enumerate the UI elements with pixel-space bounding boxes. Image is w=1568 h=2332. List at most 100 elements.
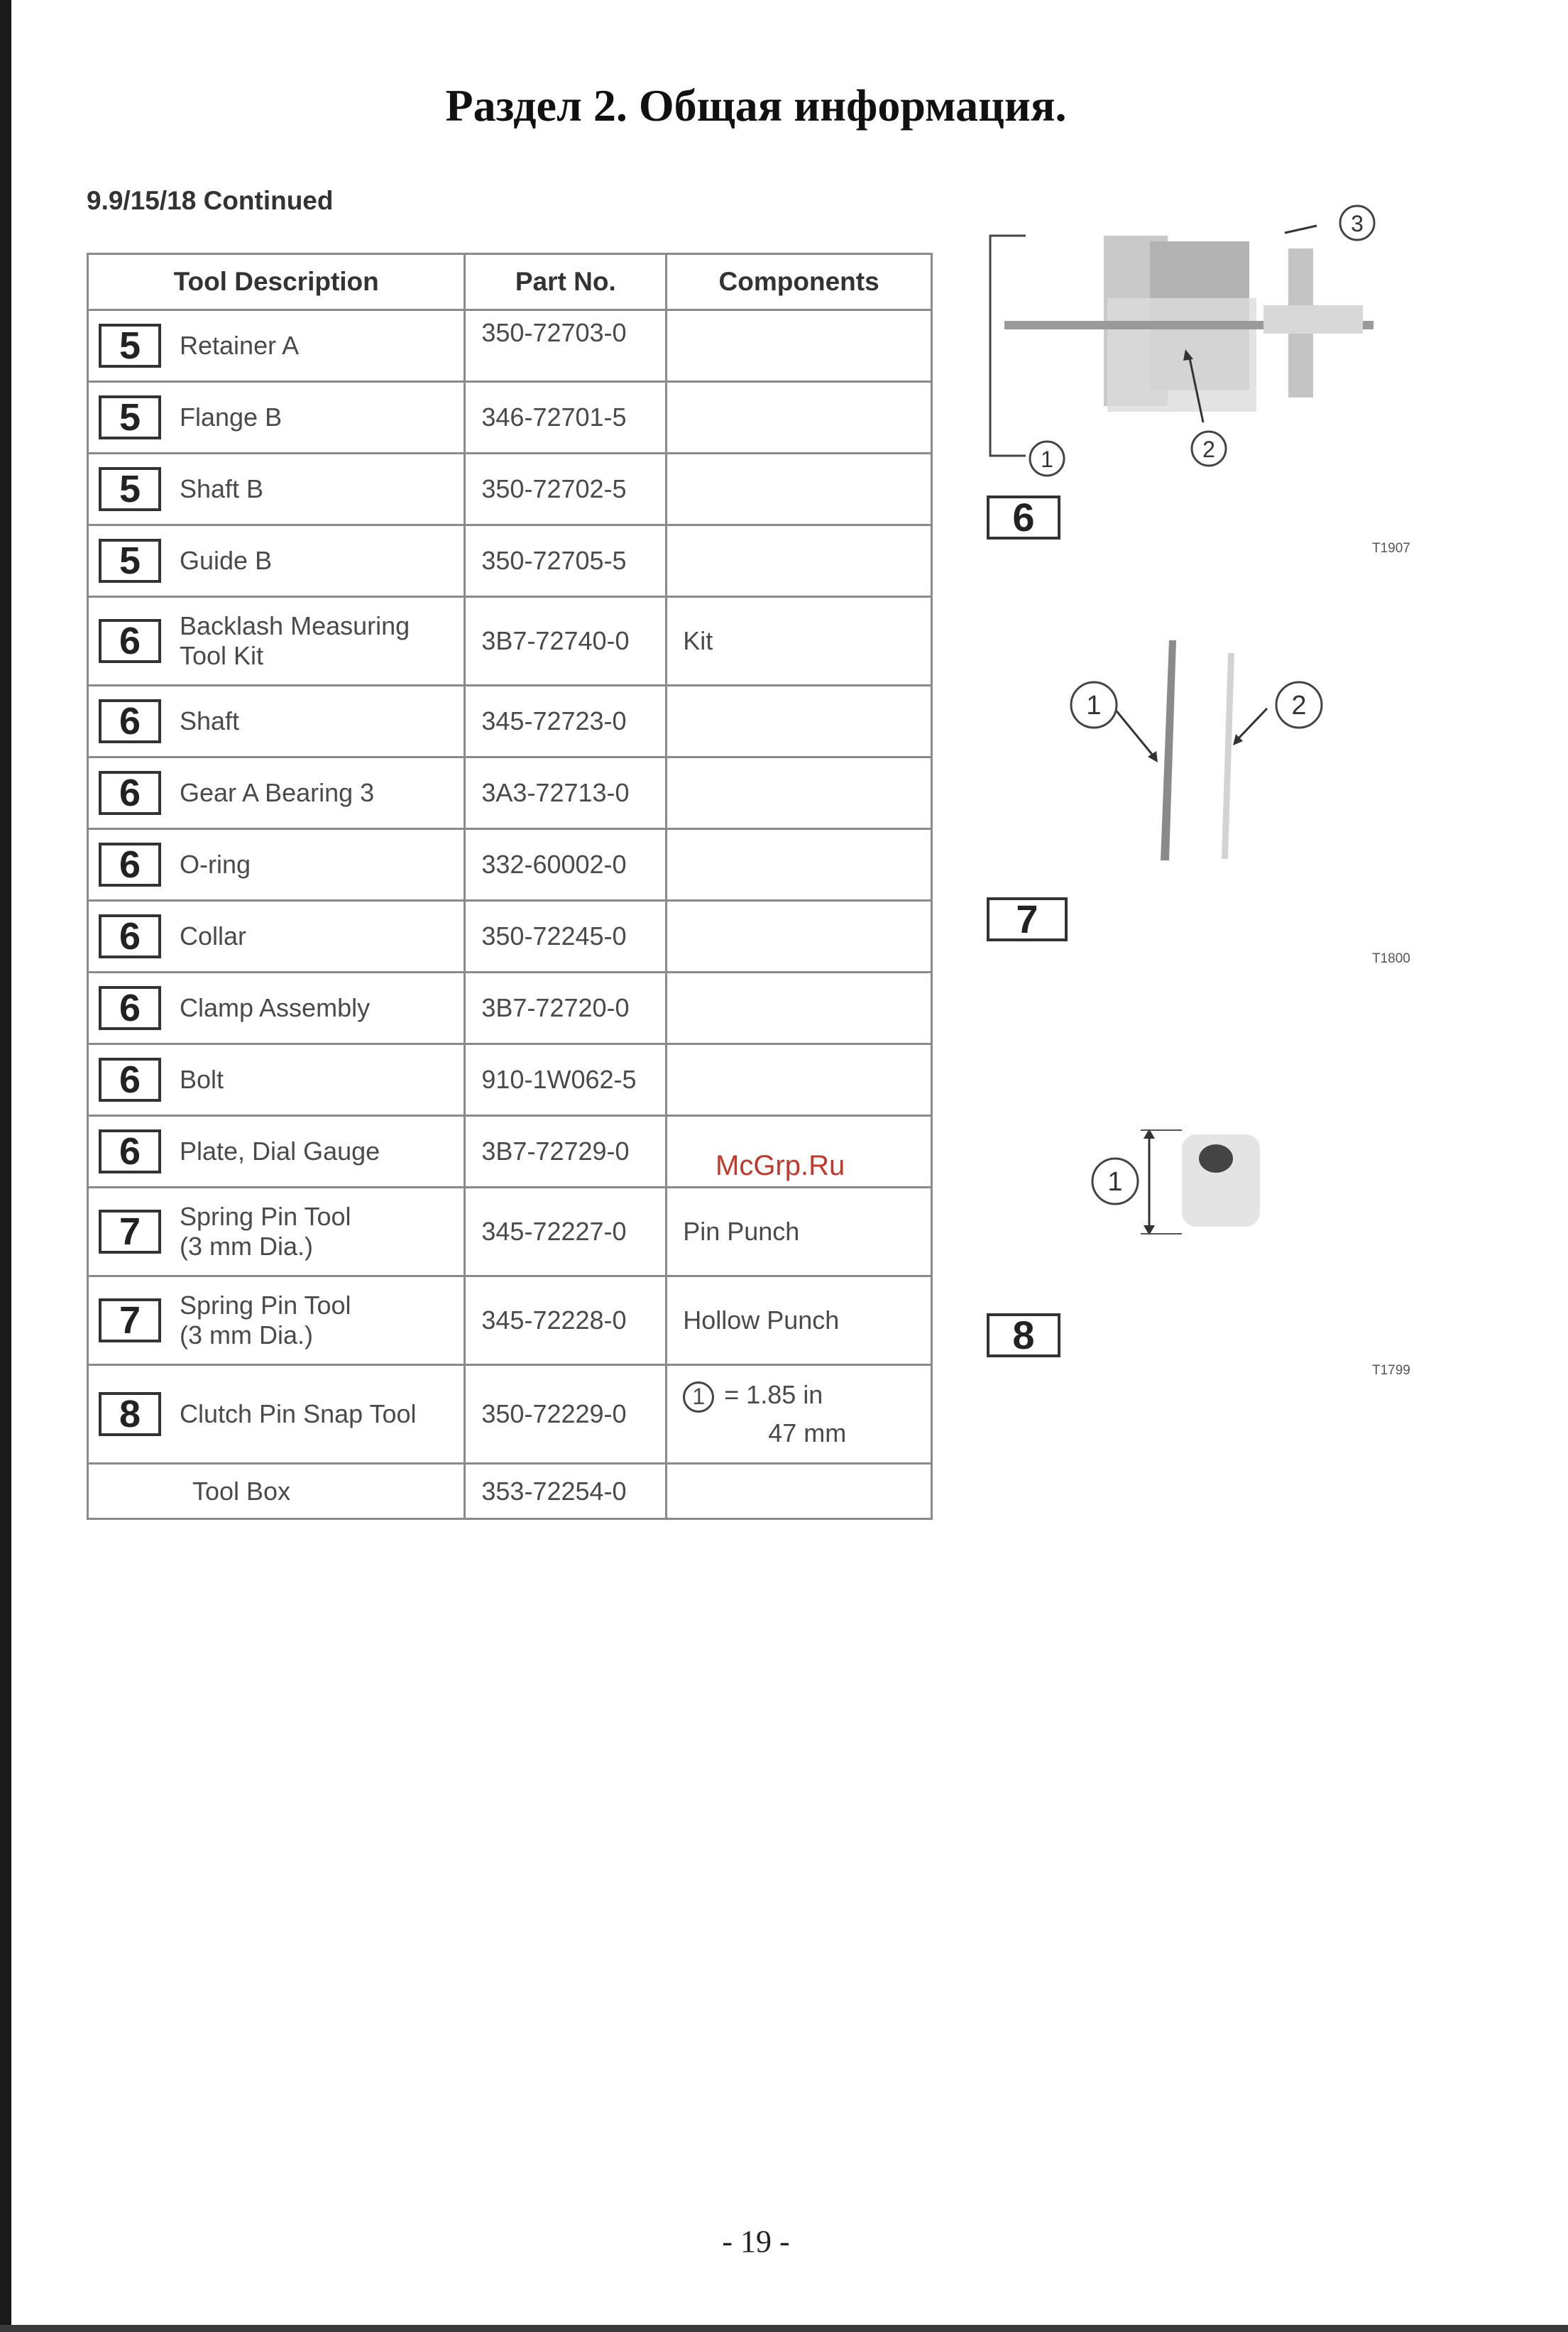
header-tool-description: Tool Description [86,253,466,311]
table-row: 6 Gear A Bearing 3 3A3-72713-0 [86,756,933,830]
svg-text:3: 3 [1351,211,1364,236]
figure-badge: 7 [99,1210,161,1254]
part-number: 350-72703-0 [464,309,668,383]
figure-8: 1 8 T1799 [983,1115,1423,1384]
header-components: Components [665,253,933,311]
figure-badge: 6 [99,843,161,887]
scan-edge [0,2325,1568,2332]
figure-badge: 6 [99,699,161,743]
table-row: 8 Clutch Pin Snap Tool 350-72229-0 1= 1.8… [86,1364,933,1465]
tool-description: Collar [180,921,247,951]
figure-badge: 8 [99,1392,161,1436]
callout-1-icon [1091,1157,1139,1205]
part-number: 345-72227-0 [464,1186,668,1277]
callout-1-icon [1070,681,1118,729]
tool-description: Flange B [180,403,283,432]
figure-badge: 5 [99,395,161,439]
tool-description: Gear A Bearing 3 [180,778,375,807]
svg-text:1: 1 [1107,1167,1122,1197]
part-number: 346-72701-5 [464,381,668,454]
part-number: 3A3-72713-0 [464,756,668,830]
tool-description: Bolt [180,1065,224,1094]
page-number: - 19 - [722,2224,790,2259]
tool-description: O-ring [180,850,251,879]
tool-description: Shaft [180,706,240,735]
tool-description: Retainer A [180,331,300,360]
part-number: 345-72723-0 [464,684,668,758]
components [665,309,933,383]
callout-1-icon [1029,440,1065,477]
figure-code: T1907 [1372,541,1410,556]
components [665,684,933,758]
watermark: McGrp.Ru [716,1150,845,1181]
clutch-pin-snap-tool-photo: 1 [1091,1129,1260,1235]
page-title: Раздел 2. Общая информация. [445,80,1067,131]
part-number: 353-72254-0 [464,1462,668,1520]
components [665,828,933,902]
tool-description: Tool Box [192,1476,291,1506]
figure-6: 1 2 3 6 T1907 [983,192,1423,568]
svg-text:1: 1 [1041,447,1053,472]
figure-badge: 6 [99,619,161,663]
components: Kit [665,596,933,686]
part-number: 350-72702-5 [464,452,668,526]
tool-description-line2: (3 mm Dia.) [180,1232,313,1261]
table-row: 5 Retainer A 350-72703-0 [86,309,933,383]
figure-code: T1800 [1372,951,1410,966]
part-number: 910-1W062-5 [464,1043,668,1117]
components: Hollow Punch [665,1275,933,1366]
callout-2-icon [1190,430,1227,467]
components [665,1043,933,1117]
components [665,452,933,526]
tool-description: Shaft B [180,474,264,503]
components [665,1462,933,1520]
part-number: 332-60002-0 [464,828,668,902]
table-row: 6 Collar 350-72245-0 [86,899,933,973]
figure-badge: 6 [99,771,161,815]
figure-7: 1 2 7 T1800 [983,625,1423,966]
table-row: 6 O-ring 332-60002-0 [86,828,933,902]
svg-text:2: 2 [1291,691,1306,721]
figure-badge: 5 [99,324,161,368]
callout-3-icon [1339,204,1376,241]
components [665,899,933,973]
figure-badge: 6 [99,914,161,958]
part-number: 350-72705-5 [464,524,668,598]
figure-badge: 6 [99,1058,161,1102]
part-number: 3B7-72720-0 [464,971,668,1045]
figure-badge: 6 [99,986,161,1030]
figure-badge: 5 [99,539,161,583]
figure-badge: 7 [987,897,1068,941]
components: 1= 1.85 in 47 mm [665,1364,933,1465]
table-row: 5 Guide B 350-72705-5 [86,524,933,598]
part-number: 350-72229-0 [464,1364,668,1465]
part-number: 345-72228-0 [464,1275,668,1366]
tool-description: Guide B [180,546,273,575]
tool-kit-photo: 1 2 3 [989,204,1376,477]
tool-description: Clutch Pin Snap Tool [180,1399,417,1428]
tool-description: Clamp Assembly [180,993,371,1022]
tool-description: Plate, Dial Gauge [180,1137,380,1166]
figure-badge: 6 [987,496,1060,540]
scan-edge [0,0,11,2332]
part-number: 3B7-72740-0 [464,596,668,686]
figure-badge: 5 [99,467,161,511]
callout-2-icon [1275,681,1323,729]
section-heading: 9.9/15/18 Continued [87,186,334,215]
components [665,971,933,1045]
figure-code: T1799 [1372,1363,1410,1378]
spring-pin-tool-photo: 1 2 [1070,640,1323,860]
table-row: Tool Box 353-72254-0 [86,1462,933,1520]
tool-description-line2: Tool Kit [180,641,264,670]
tool-description: Spring Pin Tool [180,1202,351,1231]
tool-description-line2: (3 mm Dia.) [180,1320,313,1350]
table-row: 5 Flange B 346-72701-5 [86,381,933,454]
part-number: 350-72245-0 [464,899,668,973]
components: Pin Punch [665,1186,933,1277]
components [665,524,933,598]
dimension-mm: 47 mm [768,1418,847,1447]
